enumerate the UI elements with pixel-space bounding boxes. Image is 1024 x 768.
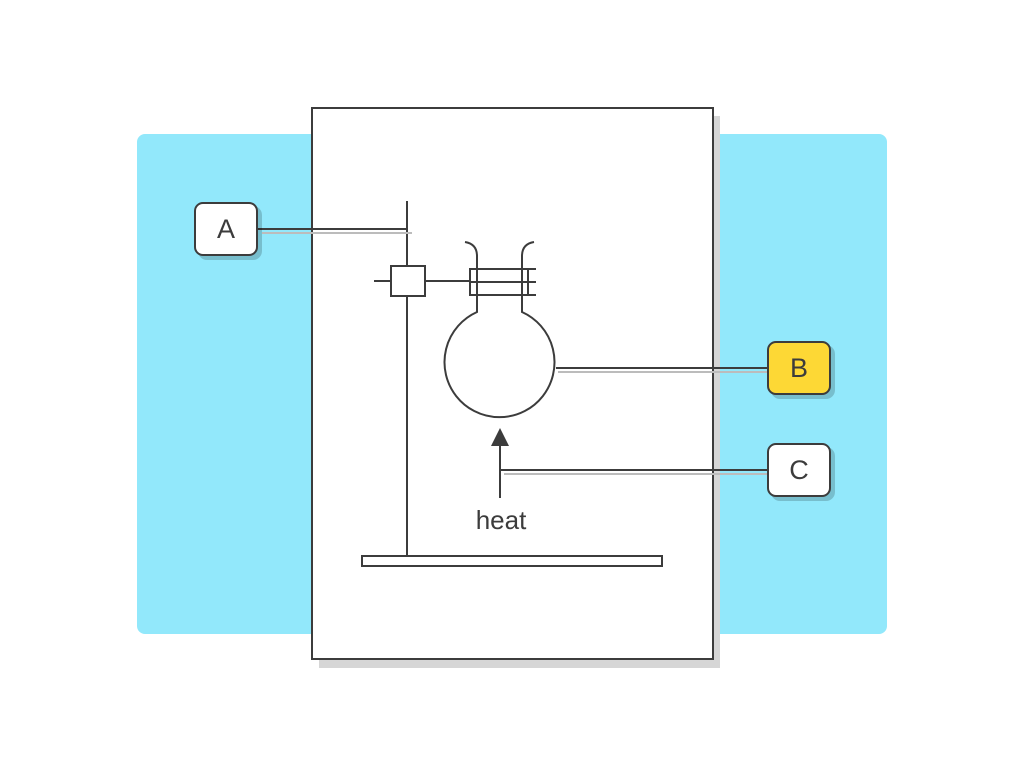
stand-base — [361, 555, 663, 567]
label-b-button[interactable]: B — [767, 341, 831, 395]
heat-arrow-head — [491, 428, 509, 446]
label-a-button[interactable]: A — [194, 202, 258, 256]
heat-label: heat — [476, 505, 527, 535]
label-c-button[interactable]: C — [767, 443, 831, 497]
clamp-boss — [390, 265, 426, 297]
round-bottom-flask — [443, 241, 556, 419]
